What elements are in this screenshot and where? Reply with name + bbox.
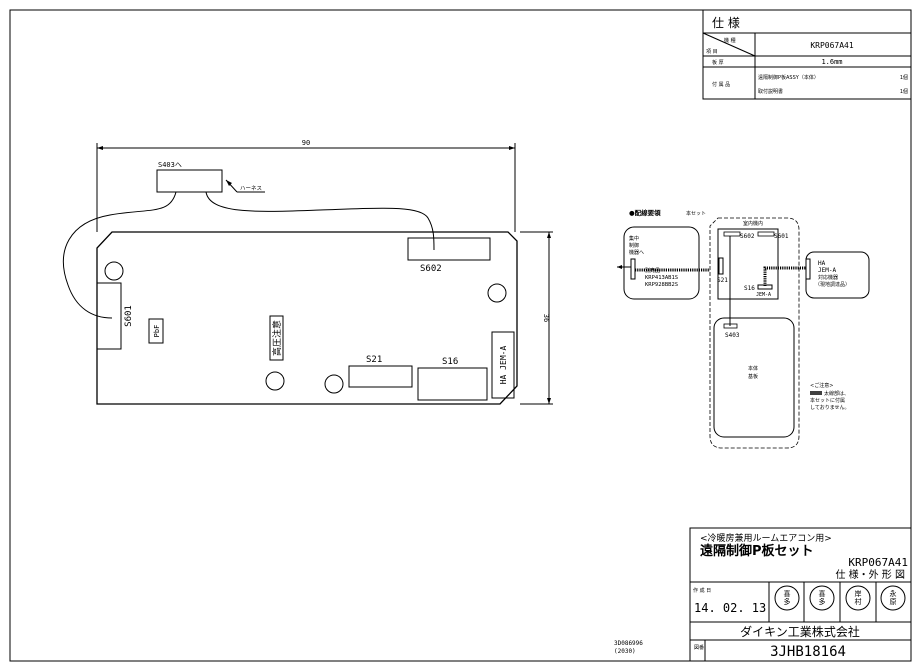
approval-stamp: 喜 多 [809,585,835,611]
harness-label: ハーネス [240,185,262,192]
accessory-qty: 1個 [900,88,908,95]
approval-stamp: 永 原 [880,585,906,611]
title-model: KRP067A41 [848,556,908,569]
svg-text:原: 原 [890,598,897,606]
ha-line: JEM-A [818,267,836,274]
pbf-label: PbF [153,325,161,338]
separate-line: 別売品 [645,267,660,274]
s602-connector [407,237,491,261]
wiring-s21: S21 [717,277,728,284]
board-outline [96,231,518,405]
drawing-number: 3JHB18164 [770,644,846,660]
indoor-unit-label: 室内機内 [743,220,763,227]
s403-connector [156,169,223,193]
width-dimension: 90 [302,139,310,147]
main-board-line: 基板 [748,373,758,380]
wiring-s601: S601 [774,233,789,240]
ha-line: HA [818,260,826,267]
central-line: 制御 [629,242,639,249]
central-line: 機器へ [629,249,644,256]
note-line: 本セットに付属 [810,397,845,404]
central-connector [630,258,636,280]
wiring-diagram: ●配線要領 本セット 室内機内 集中 制御 機器へ 別売品 KRP413AB1S… [617,208,870,449]
approval-stamp: 岸 村 [845,585,871,611]
central-control-device [623,226,700,300]
wiring-s16: S16 [744,285,755,292]
creation-date: 14. 02. 13 [694,601,766,615]
mounting-hole [487,283,507,303]
title-main: 遠隔制御P板セット [700,543,814,559]
central-line: 集中 [629,235,639,242]
svg-text:村: 村 [855,597,862,606]
s602-label: S602 [420,264,442,274]
accessory-qty: 1個 [900,74,908,81]
wiring-title: ●配線要領 [629,208,661,217]
thick-cable-jema [763,266,806,286]
pbf-mark [148,318,164,344]
main-board [713,317,795,438]
separate-line: KRP413AB1S [645,275,678,281]
harness-wire-right [205,191,435,251]
spec-thickness-value: 1.6mm [821,58,842,66]
spec-table: 仕 様 機 種 項 目 KRP067A41 板 厚 1.6mm 付 属 品 遠隔… [702,9,912,100]
date-label: 作 成 日 [693,587,711,594]
s403-label: S403へ [158,161,182,169]
title-subtitle: <冷暖房兼用ルームエアコン用> [700,532,832,544]
drawing-no-label: 図番 [694,644,704,651]
s21-connector [348,365,413,388]
mounting-hole [265,371,285,391]
svg-text:多: 多 [819,597,826,606]
accessory-name: 遠隔制御P板ASSY（本体） [758,74,819,81]
this-set-label: 本セット [686,210,706,217]
spec-thickness-label: 板 厚 [712,59,724,66]
sheet-border [9,9,912,662]
svg-text:喜: 喜 [819,589,826,598]
title-block: <冷暖房兼用ルームエアコン用> 遠隔制御P板セット KRP067A41 仕 様・… [614,527,912,662]
note-line: <ご注意> [810,382,833,389]
spec-accessories-label: 付 属 品 [712,81,730,88]
mounting-hole [104,261,124,281]
s16-label: S16 [442,357,458,367]
main-board-line: 本体 [748,365,758,372]
board-drawing: 90 36 S403へ ハーネス S602 S601 PbF [63,139,553,405]
high-voltage-caution-mark [269,315,284,361]
spec-header-item: 項 目 [706,49,718,55]
ha-jem-a-label: HA JEM-A [499,346,508,385]
height-dimension: 36 [542,314,550,322]
ha-line: （現地調達品） [815,281,850,288]
svg-text:永: 永 [890,589,897,598]
spec-title: 仕 様 [712,16,740,30]
ha-line: 対応機器 [818,274,838,281]
wiring-s403: S403 [725,332,740,339]
this-set-outline [709,217,800,449]
high-voltage-caution: 高圧注意 [271,320,283,356]
note-line: しておりません。 [810,404,850,411]
s601-label: S601 [124,305,134,327]
note-line: 太線部は、 [824,390,849,397]
approval-stamp: 喜 多 [774,585,800,611]
drawing-kind: 仕 様・外 形 図 [835,568,905,581]
stamp-code: (2030) [614,648,636,655]
company-name: ダイキン工業株式会社 [740,624,860,639]
harness-wire-left [63,191,177,319]
mounting-hole [324,374,344,394]
thick-line-legend [810,391,822,395]
accessory-name: 取付説明書 [758,88,783,95]
s21-label: S21 [366,355,382,365]
wiring-jema-small: JEM-A [756,292,771,298]
spec-model: KRP067A41 [810,41,854,50]
svg-text:多: 多 [784,597,791,606]
s601-connector [96,282,122,350]
wiring-s602: S602 [740,233,755,240]
ha-jem-a-connector [491,331,515,399]
remote-pcb [717,228,779,300]
stamp-code: 3D086996 [614,640,643,647]
spec-header-type: 機 種 [724,37,736,44]
svg-text:喜: 喜 [784,589,791,598]
svg-text:岸: 岸 [855,590,862,598]
separate-line: KRP928BB2S [645,282,678,288]
s16-connector [417,367,488,401]
